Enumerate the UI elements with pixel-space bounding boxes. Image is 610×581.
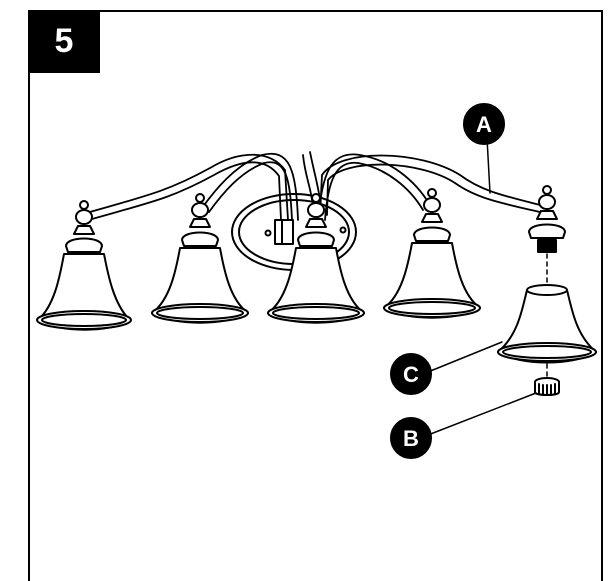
socket-cap-3 [297,193,335,247]
callout-b-label: B [403,426,419,451]
callout-a: A [463,103,505,145]
callout-a-label: A [476,112,492,137]
diagram-frame [28,10,603,581]
fixture-arms [89,151,541,221]
shade-4 [383,242,481,319]
socket-caps [65,185,566,253]
callout-c: C [390,353,432,395]
installed-shades [36,242,481,331]
step-number: 5 [54,22,74,60]
callout-b: B [390,417,432,459]
shade-nut-b [534,377,560,396]
callout-c-label: C [403,362,419,387]
shade-1 [36,253,132,331]
shade-3 [267,247,365,324]
exploded-parts [497,253,597,396]
socket-cap-4 [413,188,451,242]
leader-lines [427,137,537,436]
shade-2 [151,247,249,324]
socket-cap-5 [528,185,566,253]
socket-cap-1 [65,200,103,253]
bell-glass-shade-c [497,284,597,364]
step-number-badge: 5 [28,10,100,73]
socket-cap-2 [181,193,219,247]
